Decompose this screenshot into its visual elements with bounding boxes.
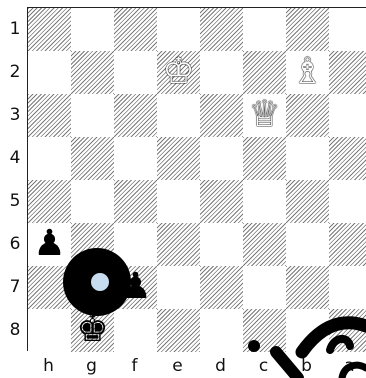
square-f7[interactable]: ♟ [114,266,157,309]
rank-label: 3 [8,105,22,125]
chess-board: ♔ ♗ ♕ ♟ ♟ ♚ [27,7,366,351]
file-label: e [156,356,199,376]
black-pawn[interactable]: ♟ [33,226,65,262]
square-h2[interactable] [28,51,71,94]
white-king[interactable]: ♔ [162,54,194,90]
square-e1[interactable] [157,8,200,51]
square-b6[interactable] [286,223,329,266]
square-e2[interactable]: ♔ [157,51,200,94]
rank-label: 4 [8,148,22,168]
square-a6[interactable] [329,223,366,266]
square-g4[interactable] [71,137,114,180]
square-h1[interactable] [28,8,71,51]
square-d7[interactable] [200,266,243,309]
square-a1[interactable] [329,8,366,51]
square-b7[interactable] [286,266,329,309]
square-b8[interactable] [286,309,329,352]
square-c6[interactable] [243,223,286,266]
square-h4[interactable] [28,137,71,180]
square-h7[interactable] [28,266,71,309]
square-f2[interactable] [114,51,157,94]
square-e3[interactable] [157,94,200,137]
square-d1[interactable] [200,8,243,51]
square-g5[interactable] [71,180,114,223]
square-e4[interactable] [157,137,200,180]
white-bishop[interactable]: ♗ [291,54,323,90]
square-g6[interactable] [71,223,114,266]
square-b4[interactable] [286,137,329,180]
square-b5[interactable] [286,180,329,223]
rank-label: 5 [8,191,22,211]
white-queen[interactable]: ♕ [248,97,280,133]
square-b2[interactable]: ♗ [286,51,329,94]
square-e7[interactable] [157,266,200,309]
square-h8[interactable] [28,309,71,352]
square-g8[interactable]: ♚ [71,309,114,352]
square-c5[interactable] [243,180,286,223]
square-h5[interactable] [28,180,71,223]
black-pawn[interactable]: ♟ [119,269,151,305]
square-g2[interactable] [71,51,114,94]
square-c4[interactable] [243,137,286,180]
square-c2[interactable] [243,51,286,94]
square-g3[interactable] [71,94,114,137]
square-b1[interactable] [286,8,329,51]
square-d2[interactable] [200,51,243,94]
square-f8[interactable] [114,309,157,352]
square-e5[interactable] [157,180,200,223]
square-c3[interactable]: ♕ [243,94,286,137]
file-label: g [70,356,113,376]
rank-label: 6 [8,234,22,254]
square-e8[interactable] [157,309,200,352]
square-a4[interactable] [329,137,366,180]
square-a3[interactable] [329,94,366,137]
square-d4[interactable] [200,137,243,180]
rank-label: 1 [8,19,22,39]
square-f3[interactable] [114,94,157,137]
square-g7[interactable] [71,266,114,309]
square-a2[interactable] [329,51,366,94]
square-f4[interactable] [114,137,157,180]
square-a8[interactable] [329,309,366,352]
rank-label: 2 [8,62,22,82]
file-label: f [113,356,156,376]
square-g1[interactable] [71,8,114,51]
black-king[interactable]: ♚ [76,312,108,348]
square-h3[interactable] [28,94,71,137]
square-c7[interactable] [243,266,286,309]
square-d5[interactable] [200,180,243,223]
square-f6[interactable] [114,223,157,266]
file-label: c [242,356,285,376]
square-e6[interactable] [157,223,200,266]
square-f1[interactable] [114,8,157,51]
file-label: b [285,356,328,376]
square-a7[interactable] [329,266,366,309]
file-label: d [199,356,242,376]
square-d3[interactable] [200,94,243,137]
square-c8[interactable] [243,309,286,352]
rank-label: 7 [8,277,22,297]
square-d6[interactable] [200,223,243,266]
square-c1[interactable] [243,8,286,51]
square-d8[interactable] [200,309,243,352]
file-label: a [328,356,366,376]
square-h6[interactable]: ♟ [28,223,71,266]
rank-label: 8 [8,320,22,340]
square-b3[interactable] [286,94,329,137]
file-label: h [27,356,70,376]
square-f5[interactable] [114,180,157,223]
square-a5[interactable] [329,180,366,223]
